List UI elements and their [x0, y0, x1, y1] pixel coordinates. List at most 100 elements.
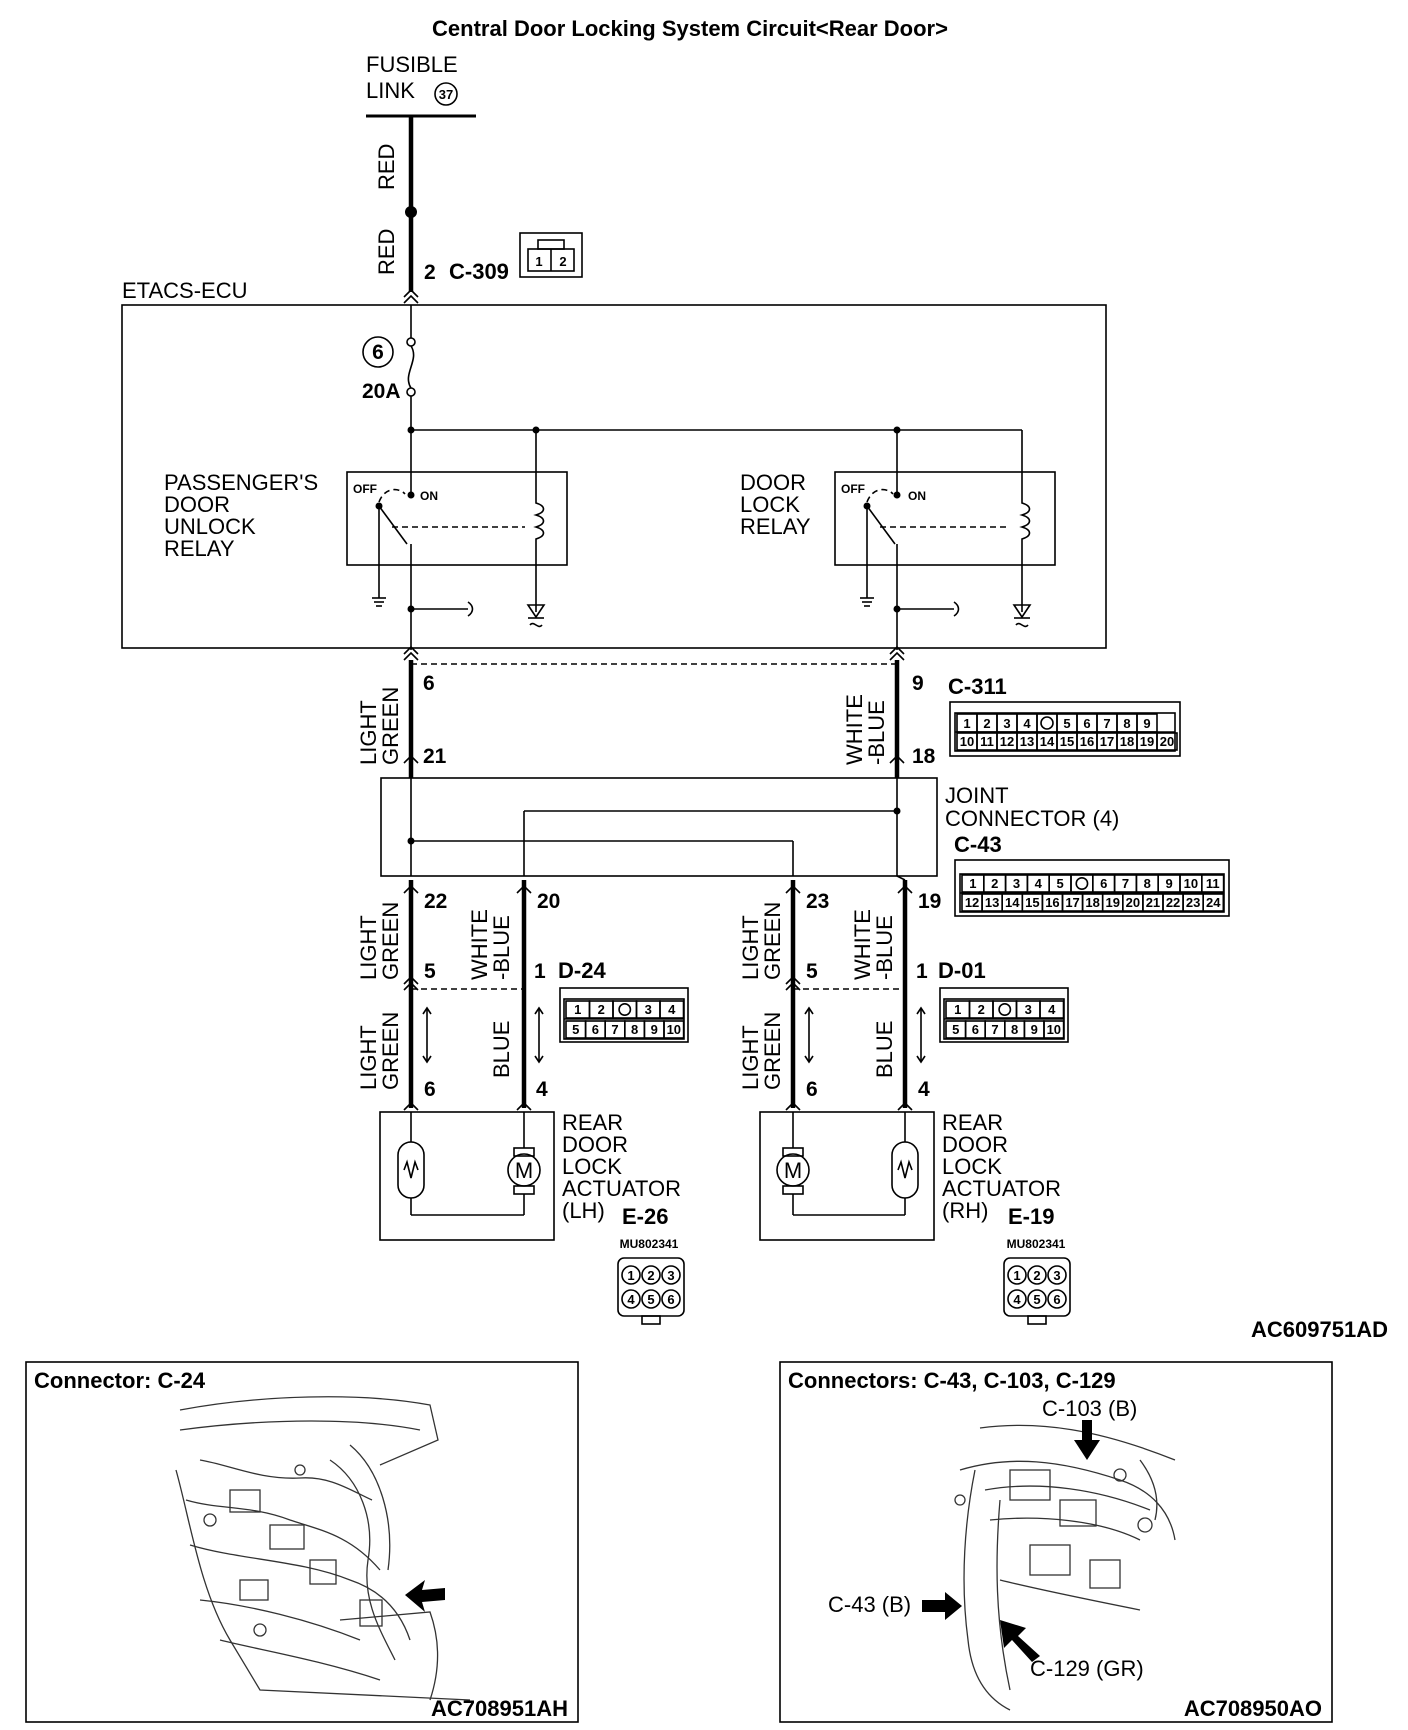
dashboard-harness-illustration	[175, 1396, 471, 1701]
c311-cell: 15	[1060, 734, 1074, 749]
c311-cell: 10	[960, 734, 974, 749]
panel-left-title: Connector: C-24	[34, 1368, 206, 1393]
c43-pin-19: 19	[918, 890, 941, 913]
callout-c103: C-103 (B)	[1042, 1396, 1137, 1421]
e26-name: E-26	[622, 1204, 668, 1229]
wire-color-light: LIGHT	[356, 700, 381, 765]
wire-color-green: GREEN	[378, 902, 403, 980]
e19-cell: 3	[1053, 1268, 1060, 1283]
d01-cell: 5	[952, 1022, 959, 1037]
wire-color-light: LIGHT	[738, 1025, 763, 1090]
wire-color-white: WHITE	[842, 694, 867, 765]
c311-cell: 9	[1143, 716, 1150, 731]
ecu-label: ETACS-ECU	[122, 278, 248, 303]
fuse-icon	[407, 345, 415, 389]
d24-cell: 6	[592, 1022, 599, 1037]
joint-connector-box	[380, 777, 938, 877]
panel-right-title: Connectors: C-43, C-103, C-129	[788, 1368, 1116, 1393]
actuator-lh-line-4: ACTUATOR	[562, 1176, 681, 1201]
diagram-title: Central Door Locking System Circuit<Rear…	[432, 16, 948, 41]
e19-cell: 2	[1033, 1268, 1040, 1283]
d24-cell: 7	[611, 1022, 618, 1037]
connector-key-icon	[1040, 716, 1054, 730]
relay-left-line-4: RELAY	[164, 536, 235, 561]
motor-label: M	[515, 1158, 533, 1183]
c43-cell: 17	[1065, 895, 1079, 910]
c311-cell: 12	[1000, 734, 1014, 749]
actuator-rh-box	[759, 1111, 935, 1241]
fuse-number: 6	[372, 341, 384, 364]
c43-cell: 14	[1005, 895, 1020, 910]
e19-name: E-19	[1008, 1204, 1054, 1229]
c311-pin-6: 6	[423, 672, 435, 695]
wire-color-green: GREEN	[378, 687, 403, 765]
relay-left-line-3: UNLOCK	[164, 514, 256, 539]
e19-cell: 5	[1033, 1292, 1040, 1307]
e26-part: MU802341	[620, 1237, 679, 1251]
e26-cell: 2	[647, 1268, 654, 1283]
c43-cell: 18	[1085, 895, 1099, 910]
c43-cell: 7	[1122, 876, 1129, 891]
c311-cell: 5	[1063, 716, 1070, 731]
door-lock-relay-box	[834, 471, 1056, 566]
c311-cell: 14	[1040, 734, 1055, 749]
c311-cell: 11	[980, 734, 994, 749]
d01-cell: 2	[978, 1002, 985, 1017]
c43-cell: 16	[1045, 895, 1059, 910]
joint-label-2: CONNECTOR (4)	[945, 806, 1119, 831]
connector-key-icon	[1075, 877, 1089, 890]
d24-cell: 9	[651, 1022, 658, 1037]
d01-cell: 7	[991, 1022, 998, 1037]
connector-c24-panel	[25, 1361, 579, 1723]
actuator-rh-line-1: REAR	[942, 1110, 1003, 1135]
switch-element-icon	[397, 1141, 425, 1199]
relay-right-line-1: DOOR	[740, 470, 806, 495]
c309-cell-1: 1	[535, 254, 542, 269]
wire-color-blue-suffix: -BLUE	[489, 915, 514, 980]
fusible-link-number-circle	[434, 82, 458, 106]
relay-right-coil-icon	[1019, 430, 1031, 612]
c43-cell: 3	[1013, 876, 1020, 891]
c311-cell: 4	[1023, 716, 1031, 731]
arrow-pointer-icon	[405, 1580, 445, 1612]
relay-left-contact	[378, 505, 408, 545]
c309-name: C-309	[449, 259, 509, 284]
actuator-rh-line-5: (RH)	[942, 1198, 988, 1223]
d24-cell: 2	[598, 1002, 605, 1017]
actuator-lh-line-1: REAR	[562, 1110, 623, 1135]
wire-color-red-1: RED	[374, 144, 399, 190]
c311-cell: 2	[983, 716, 990, 731]
fuse-number-circle	[362, 336, 394, 368]
wire-color-blue: BLUE	[489, 1021, 514, 1078]
d01-pin-4: 4	[918, 1078, 930, 1101]
etacs-ecu-box	[121, 304, 1107, 649]
transistor-icon	[1012, 604, 1032, 619]
wire-color-green: GREEN	[760, 1012, 785, 1090]
d24-cell: 5	[572, 1022, 579, 1037]
e26-cell: 4	[627, 1292, 635, 1307]
wire-color-white: WHITE	[850, 909, 875, 980]
d24-cell: 4	[668, 1002, 676, 1017]
e19-cell: 1	[1013, 1268, 1020, 1283]
relay-left-line-1: PASSENGER'S	[164, 470, 318, 495]
fusible-link-label-1: FUSIBLE	[366, 52, 458, 77]
c43-pin-23: 23	[806, 890, 829, 913]
relay-right-line-2: LOCK	[740, 492, 800, 517]
signal-tail-icon	[467, 601, 474, 617]
actuator-lh-line-2: DOOR	[562, 1132, 628, 1157]
c43-cell: 15	[1025, 895, 1039, 910]
c309-chevron	[403, 288, 419, 298]
c311-cell: 1	[963, 716, 970, 731]
wire-color-light: LIGHT	[356, 1025, 381, 1090]
actuator-lh-box	[379, 1111, 555, 1241]
d24-cell: 10	[667, 1022, 681, 1037]
e26-cell: 6	[667, 1292, 674, 1307]
relay-right-line-3: RELAY	[740, 514, 811, 539]
c311-pin-21: 21	[423, 745, 447, 768]
d01-cell: 6	[972, 1022, 979, 1037]
d24-cell: 1	[574, 1002, 581, 1017]
